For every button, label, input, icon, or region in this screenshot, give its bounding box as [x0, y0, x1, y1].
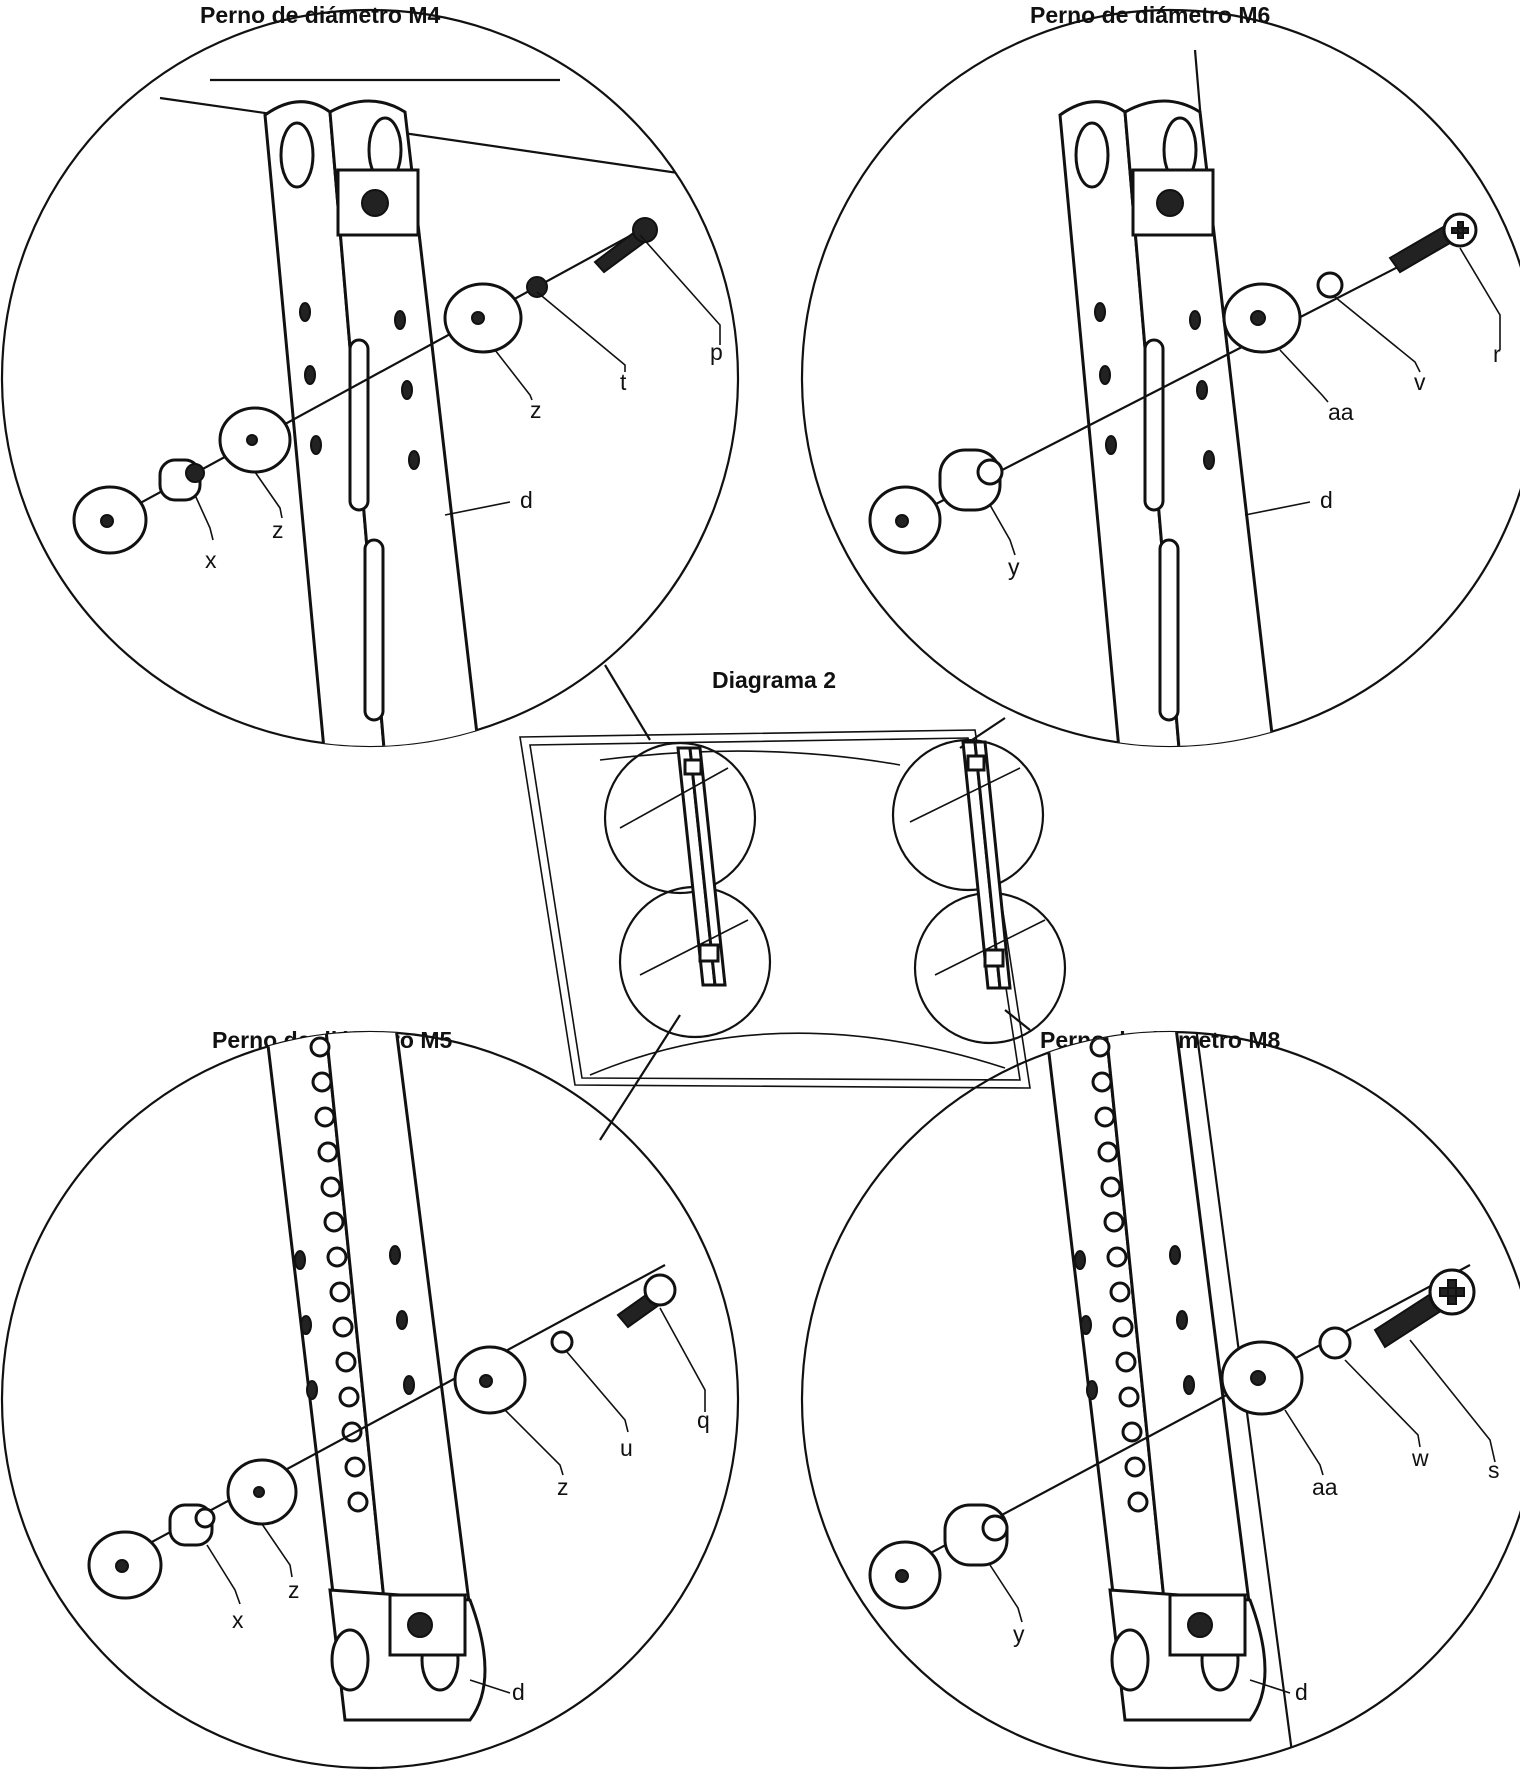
- title-diagram: Diagrama 2: [712, 667, 837, 693]
- label-x-m5: x: [232, 1607, 244, 1633]
- label-s: s: [1488, 1457, 1500, 1483]
- label-v: v: [1414, 369, 1426, 395]
- label-d-m4: d: [520, 487, 533, 513]
- label-u: u: [620, 1435, 633, 1461]
- leader-m4: [604, 664, 651, 741]
- label-x-m4: x: [205, 547, 217, 573]
- label-p: p: [710, 339, 723, 365]
- label-w: w: [1411, 1445, 1429, 1471]
- detail-m6: r v aa y d: [801, 9, 1520, 747]
- label-q: q: [697, 1407, 710, 1433]
- detail-m8: s w aa y d: [801, 1031, 1520, 1769]
- leader-m8: [1004, 1009, 1031, 1031]
- label-z-m4-a: z: [530, 397, 542, 423]
- label-aa-m8: aa: [1312, 1474, 1338, 1500]
- label-z-m4-b: z: [272, 517, 284, 543]
- detail-m5: q u z z x d: [0, 1030, 740, 1770]
- label-z-m5-a: z: [557, 1474, 569, 1500]
- label-d-m8: d: [1295, 1679, 1308, 1705]
- label-d-m5: d: [512, 1679, 525, 1705]
- title-m4: Perno de diámetro M4: [200, 2, 441, 28]
- detail-m4: p t z z x d: [0, 8, 740, 748]
- label-y-m6: y: [1008, 554, 1020, 580]
- label-aa-m6: aa: [1328, 399, 1354, 425]
- label-y-m8: y: [1013, 1621, 1025, 1647]
- label-r: r: [1493, 341, 1501, 367]
- label-d-m6: d: [1320, 487, 1333, 513]
- label-t: t: [620, 369, 627, 395]
- label-z-m5-b: z: [288, 1577, 300, 1603]
- overview-diagram: [519, 729, 1067, 1089]
